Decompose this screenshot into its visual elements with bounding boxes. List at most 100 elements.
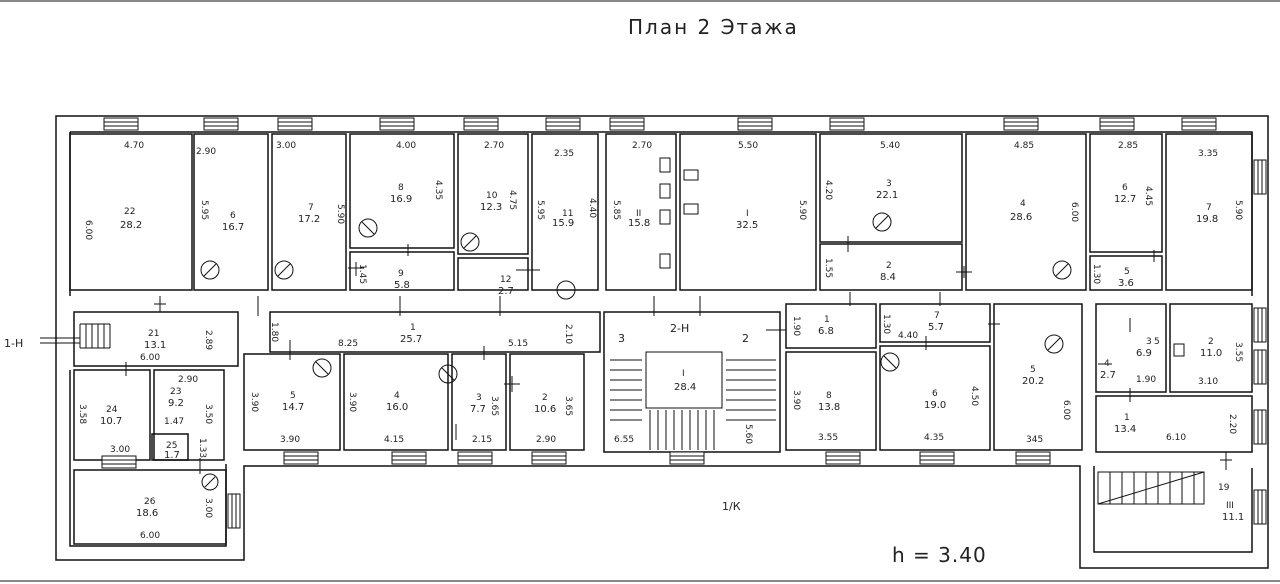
room-22: 4.70 6.00 22 28.2 (83, 141, 144, 240)
svg-text:3.90: 3.90 (347, 392, 357, 412)
svg-text:2.90: 2.90 (178, 375, 198, 385)
svg-text:5: 5 (1124, 267, 1130, 277)
room-3d-outline (451, 353, 507, 451)
room-2e: 2 11.0 3.55 3.10 1.90 (1136, 337, 1243, 387)
sanitary-fixtures (659, 157, 1185, 357)
svg-text:4: 4 (1104, 359, 1110, 369)
svg-text:22.1: 22.1 (876, 190, 898, 201)
svg-text:4.70: 4.70 (124, 141, 144, 151)
room-1e-outline (1095, 395, 1253, 453)
svg-text:28.2: 28.2 (120, 220, 142, 231)
svg-text:345: 345 (1026, 435, 1043, 445)
svg-text:23: 23 (170, 387, 181, 397)
svg-text:16.9: 16.9 (390, 194, 412, 205)
central-staircase (610, 351, 776, 450)
svg-text:1.55: 1.55 (823, 258, 833, 278)
stair-right-mark: 2 (742, 332, 749, 345)
room-9: 1.45 9 5.8 (357, 264, 410, 291)
svg-text:5.50: 5.50 (738, 141, 758, 151)
svg-text:4.00: 4.00 (396, 141, 416, 151)
svg-text:16.0: 16.0 (386, 402, 408, 413)
svg-text:7: 7 (308, 203, 314, 213)
svg-text:7.7: 7.7 (470, 404, 486, 415)
room-6b-outline (1089, 133, 1163, 253)
svg-text:I: I (746, 209, 749, 219)
room-6d-outline (879, 345, 991, 451)
svg-text:6.8: 6.8 (818, 326, 834, 337)
room-21: 21 13.1 6.00 2.89 (140, 329, 213, 363)
svg-text:3.00: 3.00 (110, 445, 130, 455)
room-2d-outline (509, 353, 585, 451)
room-4d: 3.90 4 16.0 4.15 (347, 391, 408, 445)
left-entrance-stairs (40, 323, 111, 349)
svg-text:10.7: 10.7 (100, 416, 122, 427)
svg-text:3.58: 3.58 (77, 404, 87, 424)
svg-text:3.50: 3.50 (203, 404, 213, 424)
svg-text:4.35: 4.35 (924, 433, 944, 443)
svg-text:3.35: 3.35 (1198, 149, 1218, 159)
svg-text:2.70: 2.70 (484, 141, 504, 151)
room-7c-outline (879, 303, 991, 343)
svg-text:2: 2 (886, 261, 892, 271)
room-10-outline (457, 133, 529, 255)
room-8: 4.00 4.35 8 16.9 (390, 141, 443, 205)
svg-text:24: 24 (106, 405, 118, 415)
svg-text:13.1: 13.1 (144, 340, 166, 351)
room-II: 2.70 5.85 II 15.8 (611, 141, 652, 229)
room-10: 2.70 4.75 10 12.3 (480, 141, 517, 213)
svg-text:2.7: 2.7 (498, 286, 514, 297)
room-7b: 3.35 5.90 7 19.8 (1196, 149, 1243, 225)
room-3d: 3 7.7 3.65 2.15 (470, 393, 499, 445)
svg-text:9.2: 9.2 (168, 398, 184, 409)
svg-text:6.00: 6.00 (140, 531, 160, 541)
svg-text:10: 10 (486, 191, 498, 201)
room-I: 5.50 5.90 I 32.5 (736, 141, 807, 231)
room-12: 12 2.7 (498, 275, 514, 297)
svg-text:21: 21 (148, 329, 159, 339)
right-staircase (1097, 471, 1205, 505)
room-5b-outline (1089, 255, 1163, 291)
plan-title: План 2 Этажа (628, 15, 799, 39)
room-8d-outline (785, 351, 877, 451)
svg-text:III: III (1226, 501, 1234, 511)
svg-text:25.7: 25.7 (400, 334, 422, 345)
svg-text:11: 11 (562, 209, 573, 219)
svg-text:1: 1 (410, 323, 416, 333)
svg-text:5.95: 5.95 (199, 200, 209, 220)
svg-text:5.95: 5.95 (535, 200, 545, 220)
room-4e: 4 2.7 (1100, 359, 1116, 381)
room-I-outline (679, 133, 817, 291)
room-6-outline (193, 133, 269, 291)
room-11-outline (531, 133, 599, 291)
svg-text:12: 12 (500, 275, 511, 285)
svg-text:15.9: 15.9 (552, 218, 574, 229)
room-1c-outline (785, 303, 877, 349)
svg-text:3.00: 3.00 (276, 141, 296, 151)
stair-left-mark: 3 (618, 332, 625, 345)
svg-text:5.40: 5.40 (880, 141, 900, 151)
column-markers (200, 212, 1072, 491)
room-2e-outline (1169, 303, 1253, 393)
room-19: 19 (1218, 483, 1230, 493)
lower-rooms (73, 345, 991, 545)
svg-text:8: 8 (826, 391, 832, 401)
exit-labels: 1-Н 1/К 3 2 2-Н (4, 322, 749, 513)
room-4: 4.85 6.00 4 28.6 (1010, 141, 1079, 223)
room-7c: 1.30 7 5.7 4.40 (881, 311, 944, 341)
svg-text:8: 8 (398, 183, 404, 193)
svg-text:6.55: 6.55 (614, 435, 634, 445)
room-2d: 2 10.6 3.65 2.90 (534, 393, 573, 445)
svg-text:13.8: 13.8 (818, 402, 840, 413)
room-23-outline (153, 369, 225, 461)
svg-text:2.90: 2.90 (196, 147, 216, 157)
svg-text:11.1: 11.1 (1222, 512, 1244, 523)
svg-text:4.50: 4.50 (969, 386, 979, 406)
room-6: 2.90 5.95 6 16.7 (196, 147, 244, 233)
svg-text:4.45: 4.45 (1143, 186, 1153, 206)
svg-text:1: 1 (824, 315, 830, 325)
corridor-1: 1.80 8.25 5.15 2.10 1 25.7 (269, 322, 573, 349)
svg-text:10.6: 10.6 (534, 404, 556, 415)
room-6d: 6 19.0 4.50 4.35 (924, 386, 979, 443)
room-7: 3.00 5.90 7 17.2 (276, 141, 345, 225)
svg-text:6.00: 6.00 (140, 353, 160, 363)
